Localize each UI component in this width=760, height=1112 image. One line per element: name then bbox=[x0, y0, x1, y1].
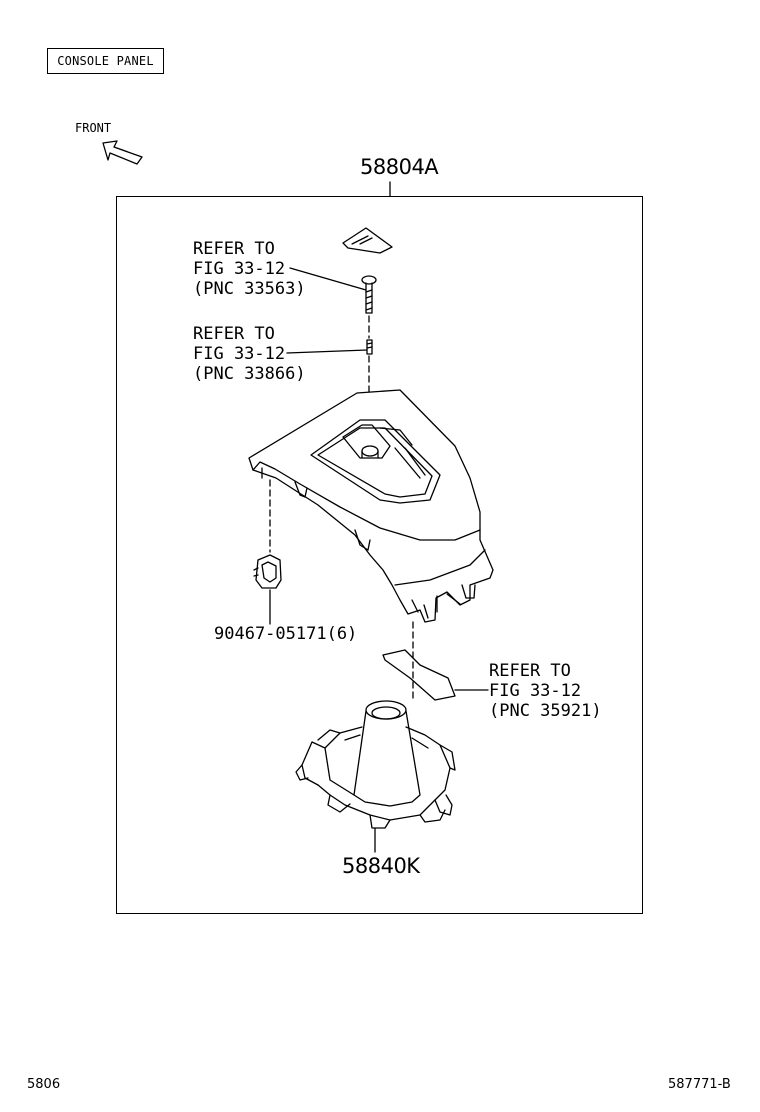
ref-3-line3: (PNC 35921) bbox=[489, 701, 602, 721]
ref-3-line1: REFER TO bbox=[489, 661, 571, 681]
ref-2-line2: FIG 33-12 bbox=[193, 344, 286, 364]
shift-boot-housing-part bbox=[295, 700, 456, 829]
console-panel-part bbox=[248, 389, 494, 623]
footer-right-code: 587771-B bbox=[668, 1077, 731, 1092]
assembly-part-number: 58804A bbox=[360, 155, 439, 179]
diagram-title: CONSOLE PANEL bbox=[47, 48, 164, 74]
top-cover bbox=[342, 227, 393, 254]
assembly-frame bbox=[116, 196, 643, 914]
footer-left-code: 5806 bbox=[27, 1077, 61, 1092]
clip-part bbox=[253, 554, 282, 589]
front-arrow-icon bbox=[102, 140, 143, 165]
ref-1-line2: FIG 33-12 bbox=[193, 259, 286, 279]
ref-3-line2: FIG 33-12 bbox=[489, 681, 582, 701]
front-label: FRONT bbox=[75, 121, 112, 135]
boot-part-number: 58840K bbox=[342, 854, 420, 878]
clip-part-number: 90467-05171(6) bbox=[214, 624, 358, 644]
insulator-strip bbox=[382, 649, 456, 701]
ref-2-line1: REFER TO bbox=[193, 324, 275, 344]
screw-leader bbox=[289, 267, 367, 291]
ref-2-line3: (PNC 33866) bbox=[193, 364, 306, 384]
ref-1-line1: REFER TO bbox=[193, 239, 275, 259]
ref-1-line3: (PNC 33563) bbox=[193, 279, 306, 299]
screw-icon bbox=[361, 275, 377, 314]
pin-icon bbox=[366, 339, 373, 355]
pin-leader bbox=[286, 349, 368, 354]
